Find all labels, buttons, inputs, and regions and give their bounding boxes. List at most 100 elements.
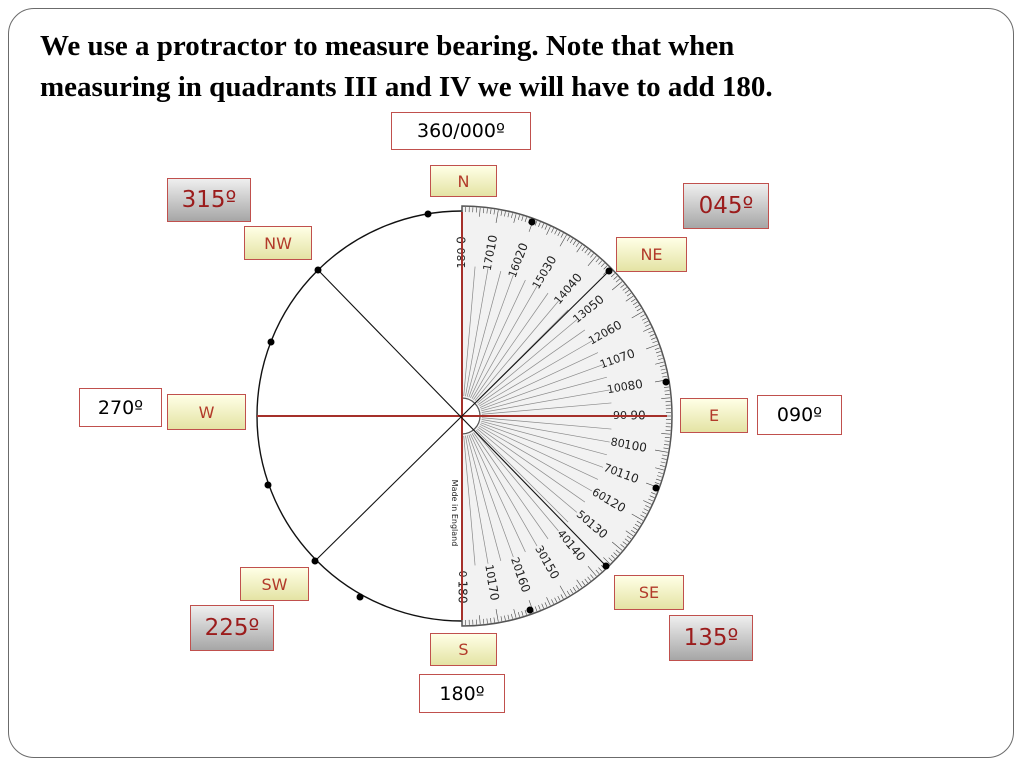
bearing-southeast: 135º [669,615,753,661]
protractor-inner-label: 20 [508,555,525,573]
protractor-tick [603,557,610,564]
protractor-tick [630,298,636,303]
protractor-tick [566,236,570,242]
protractor-tick [631,513,644,521]
protractor-tick [634,304,640,309]
protractor-tick [572,586,577,592]
protractor-tick [479,615,481,625]
protractor-tick [575,584,580,590]
protractor-tick [664,393,670,395]
protractor-tick [659,365,665,367]
protractor-ray [470,433,526,553]
protractor-outer-label: 100 [623,437,648,455]
protractor-tick [517,612,520,617]
rim-dot [314,266,322,274]
protractor-tick [655,467,664,471]
protractor-tick [655,351,661,354]
protractor-tick [641,317,647,321]
protractor-tick [613,275,618,280]
protractor-tick [554,229,558,235]
protractor-tick [658,471,663,474]
protractor-tick [587,255,597,267]
protractor-tick [569,238,574,244]
protractor-tick [598,260,603,265]
direction-label-sw: SW [240,567,309,601]
protractor-tick [483,618,485,624]
protractor-tick [584,578,589,584]
protractor-inner-label: 10 [482,563,497,579]
protractor-outer-label: 170 [484,577,502,602]
protractor-ray [468,434,514,558]
protractor-tick [656,475,662,478]
protractor-tick [646,344,659,350]
protractor-tick [622,541,627,545]
protractor-tick [524,217,527,223]
protractor-tick [610,554,616,559]
protractor-tick [581,246,586,252]
protractor-tick [534,220,538,226]
protractor-ray [478,329,586,405]
direction-label-se: SE [614,575,684,610]
protractor-tick [643,320,649,324]
protractor-outer-label: 60 [604,318,624,338]
protractor-ray [479,424,599,480]
protractor-ray [473,432,549,540]
protractor-tick [511,213,513,219]
protractor-tick [661,458,667,460]
bearing-north: 360/000º [391,112,531,150]
protractor-ray [477,319,578,404]
protractor-tick [546,226,551,235]
protractor-tick [581,580,586,586]
protractor-tick [648,498,654,502]
protractor-tick [600,262,605,268]
protractor-tick [634,523,640,528]
protractor-tick [546,597,551,606]
protractor-tick [517,215,520,220]
protractor-tick [495,210,499,224]
protractor-tick [608,557,613,562]
direction-label-s: S [430,633,497,666]
protractor-ray [479,425,593,492]
protractor-ray [463,266,476,397]
protractor-tick [500,616,503,622]
protractor-tick [620,284,625,288]
protractor-tick [626,292,632,297]
protractor-outer-label: 80 [626,377,643,393]
protractor-tick [584,248,589,254]
protractor-ticks [461,207,671,625]
protractor-tick [631,311,644,319]
protractor-tick [661,433,671,435]
protractor-tick [572,240,577,246]
protractor-tick [658,358,663,361]
protractor-maker-text: Made in England [450,480,459,547]
protractor-tick [598,567,603,572]
protractor-tick [661,397,671,399]
protractor-tick [624,289,630,294]
protractor-tick [640,514,645,518]
protractor-tick [654,347,660,350]
protractor-ray [481,417,612,430]
rim-dot [662,378,670,386]
protractor-tick [632,526,638,531]
protractor-tick [576,579,583,588]
protractor-tick [479,207,481,217]
protractor-tick [641,511,647,515]
protractor-ray [471,433,538,547]
protractor-tick [500,210,503,216]
protractor-ray [481,402,612,415]
protractor-inner-label: 100 [606,380,629,396]
protractor-tick [611,541,623,551]
protractor-tick [569,588,574,594]
protractor-outer-label: 70 [618,346,637,364]
protractor-tick [620,544,625,548]
protractor-tick [664,440,670,442]
protractor-tick [544,224,548,230]
protractor-tick [587,251,591,256]
protractor-tick [649,334,655,337]
protractor-tick [551,228,554,233]
rim-dot [424,210,432,218]
protractor-tick [645,324,650,327]
protractor-tick [486,618,488,624]
protractor-tick [626,535,632,540]
direction-label-n: N [430,165,497,197]
